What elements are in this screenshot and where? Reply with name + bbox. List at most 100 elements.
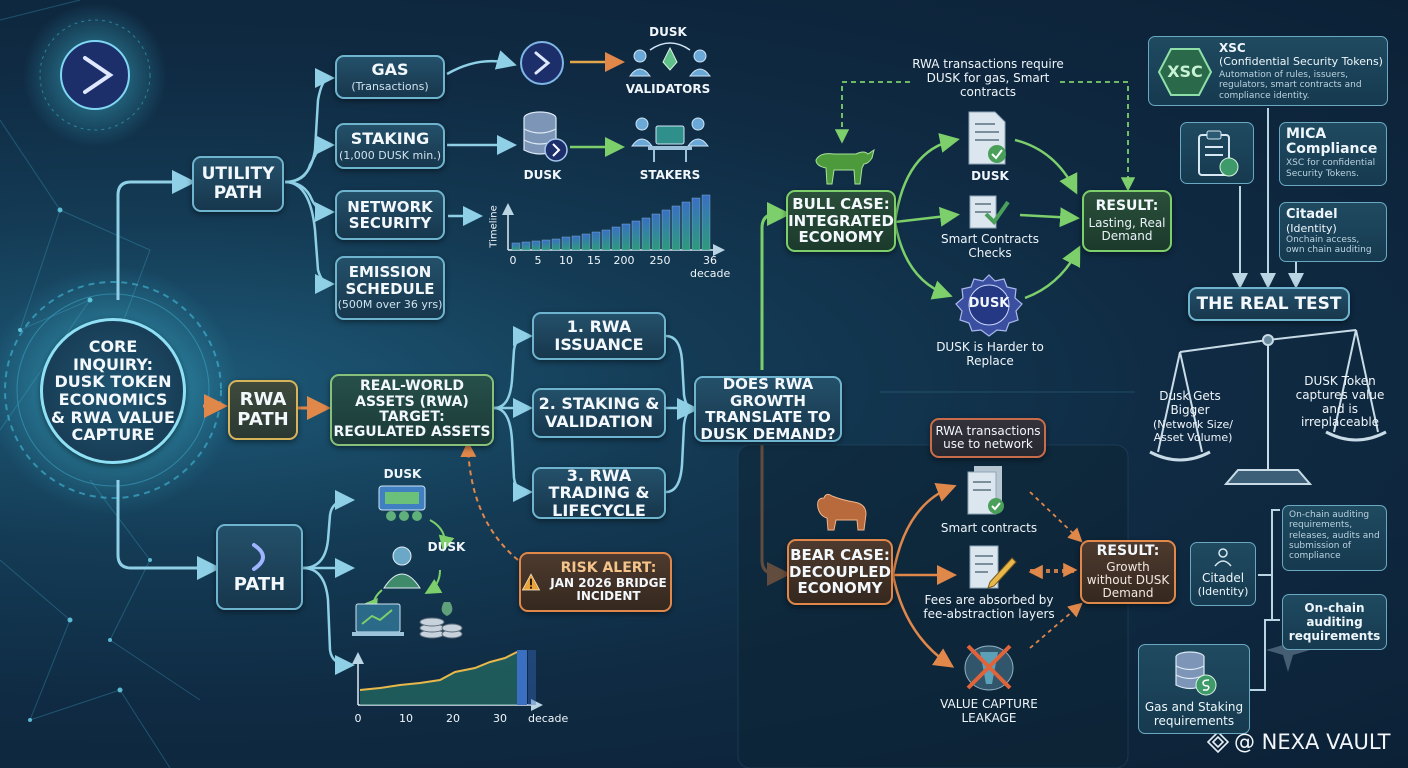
path-dusk-label-1: DUSK [383, 467, 422, 481]
emission-tick-3: 15 [587, 254, 601, 267]
rwa-trading-label: 3. RWA TRADING & LIFECYCLE [548, 465, 650, 520]
smart-contracts-checks-label: Smart Contracts Checks [941, 232, 1039, 260]
dusk-database-icon [523, 111, 568, 162]
path-tick-1: 10 [399, 712, 413, 725]
onchain-audit-label: On-chain auditing requirements [1288, 601, 1381, 643]
emission-chart [502, 194, 725, 256]
value-leakage-icon [964, 644, 1014, 691]
bear-result-node: RESULT: Growth without DUSK Demand [1080, 540, 1176, 604]
bear-result-text: Growth without DUSK Demand [1086, 559, 1170, 601]
smart-contracts-doc-icon [967, 466, 1004, 515]
network-security-node: NETWORK SECURITY [335, 190, 445, 240]
bear-smart-contracts-label: Smart contracts [940, 521, 1038, 535]
risk-alert-title: RISK ALERT: [560, 560, 657, 577]
path-dusk-label-2: DUSK [427, 540, 466, 554]
citadel2-subtitle: (Identity) [1197, 585, 1249, 598]
path-tick-2: 20 [446, 712, 460, 725]
emission-sub: (500M over 36 yrs) [337, 298, 443, 312]
onchain-audit-panel: On-chain auditing requirements [1282, 594, 1387, 650]
clipboard-icon [1198, 130, 1239, 177]
value-capture-leakage-label: VALUE CAPTURE LEAKAGE [940, 697, 1038, 725]
risk-alert-node: RISK ALERT: JAN 2026 BRIDGE INCIDENT [519, 552, 672, 612]
user-icon [383, 546, 421, 589]
staking-validation-label: 2. STAKING & VALIDATION [538, 394, 660, 431]
emission-chart-ylabel: Timeline [488, 205, 500, 248]
utility-path-label: UTILITY PATH [201, 164, 275, 203]
real-world-assets-node: REAL-WORLD ASSETS (RWA) TARGET: REGULATE… [330, 374, 494, 446]
staking-title: STAKING [350, 129, 430, 149]
xsc-subtitle: (Confidential Security Tokens) [1219, 55, 1383, 68]
document-check-icon [968, 111, 1006, 165]
onchain-panel: On-chain auditing requirements, releases… [1282, 505, 1387, 571]
path-growth-chart [352, 650, 543, 711]
staking-validation-node: 2. STAKING & VALIDATION [532, 388, 666, 438]
path-label: PATH [233, 574, 286, 596]
risk-alert-text: JAN 2026 BRIDGE INCIDENT [550, 575, 667, 603]
path-tick-4: decade [528, 712, 569, 725]
balance-scale [1149, 329, 1387, 485]
fee-document-icon [969, 545, 1017, 589]
rwa-issuance-node: 1. RWA ISSUANCE [532, 312, 666, 360]
dusk-logo-icon [251, 543, 265, 572]
rwa-issuance-label: 1. RWA ISSUANCE [554, 317, 644, 354]
bull-case-label: BULL CASE: INTEGRATED ECONOMY [788, 195, 894, 247]
bull-dusk-label: DUSK [971, 169, 1009, 183]
scale-left-sub: (Network Size/ Asset Volume) [1152, 418, 1233, 444]
emission-schedule-node: EMISSION SCHEDULE (500M over 36 yrs) [335, 256, 445, 320]
mica-panel: MICA Compliance XSC for confidential Sec… [1279, 122, 1387, 186]
path-node: PATH [216, 524, 303, 610]
gas-title: GAS [371, 60, 409, 80]
gas-staking-label: Gas and Staking requirements [1144, 700, 1244, 728]
bear-case-node: BEAR CASE: DECOUPLED ECONOMY [787, 539, 893, 605]
database-coin-icon [1175, 651, 1217, 696]
emission-tick-6: 36 decade [690, 254, 731, 280]
question-label: DOES RWA GROWTH TRANSLATE TO DUSK DEMAND… [700, 375, 836, 443]
bear-icon [817, 493, 867, 531]
dusk-harder-label: DUSK is Harder to Replace [936, 340, 1044, 368]
utility-path-node: UTILITY PATH [192, 156, 284, 212]
dusk-token-icon [520, 41, 564, 85]
warning-icon [521, 573, 541, 591]
xsc-description: Automation of rules, issuers, regulators… [1219, 70, 1362, 101]
mica-description: XSC for confidential Security Tokens. [1286, 158, 1376, 179]
scale-left-label: Dusk Gets Bigger [1159, 389, 1221, 417]
core-inquiry-node: CORE INQUIRY: DUSK TOKEN ECONOMICS & RWA… [40, 318, 186, 464]
watermark-label: @ NEXA VAULT [1234, 730, 1391, 754]
onchain-description: On-chain auditing requirements, releases… [1289, 510, 1380, 562]
bear-case-label: BEAR CASE: DECOUPLED ECONOMY [789, 546, 891, 598]
bull-result-title: RESULT: [1095, 198, 1159, 215]
xsc-badge-label: XSC [1167, 62, 1203, 81]
real-test-node: THE REAL TEST [1188, 287, 1350, 321]
rwa-path-node: RWA PATH [228, 380, 298, 440]
bear-note-node: RWA transactions use to network [930, 418, 1046, 458]
bull-icon [815, 148, 875, 185]
citadel-title: Citadel [1286, 207, 1338, 222]
emission-tick-1: 5 [534, 254, 542, 267]
staking-sub: (1,000 DUSK min.) [338, 148, 442, 162]
emission-title: EMISSION SCHEDULE [345, 263, 435, 298]
citadel-description: Onchain access, own chain auditing [1286, 235, 1372, 256]
scale-right-label: DUSK Token captures value and is irrepla… [1295, 374, 1385, 430]
bull-case-node: BULL CASE: INTEGRATED ECONOMY [786, 190, 896, 252]
xsc-hexagon-icon [1157, 48, 1213, 96]
emission-tick-5: 250 [649, 254, 671, 267]
stakers-icon [631, 117, 709, 162]
bull-result-text: Lasting, Real Demand [1088, 215, 1166, 243]
path-tick-3: 30 [493, 712, 507, 725]
core-inquiry-title: CORE INQUIRY: DUSK TOKEN ECONOMICS & RWA… [51, 337, 175, 445]
bull-result-node: RESULT: Lasting, Real Demand [1082, 190, 1172, 252]
bear-note-label: RWA transactions use to network [935, 423, 1041, 451]
staking-node: STAKING (1,000 DUSK min.) [335, 123, 445, 169]
validators-icon [629, 42, 711, 77]
xsc-panel: XSC XSC (Confidential Security Tokens) A… [1148, 36, 1388, 106]
path-tick-0: 0 [354, 712, 362, 725]
xsc-title: XSC [1219, 41, 1246, 55]
rwa-trading-node: 3. RWA TRADING & LIFECYCLE [532, 465, 666, 520]
citadel-identity-panel: Citadel (Identity) [1190, 542, 1256, 606]
citadel-panel: Citadel (Identity) Onchain access, own c… [1279, 202, 1387, 262]
dusk-coin-badge-icon [955, 274, 1023, 337]
real-test-label: THE REAL TEST [1196, 293, 1342, 314]
dusk-db-label: DUSK [523, 168, 562, 182]
stakers-label: STAKERS [639, 168, 701, 182]
